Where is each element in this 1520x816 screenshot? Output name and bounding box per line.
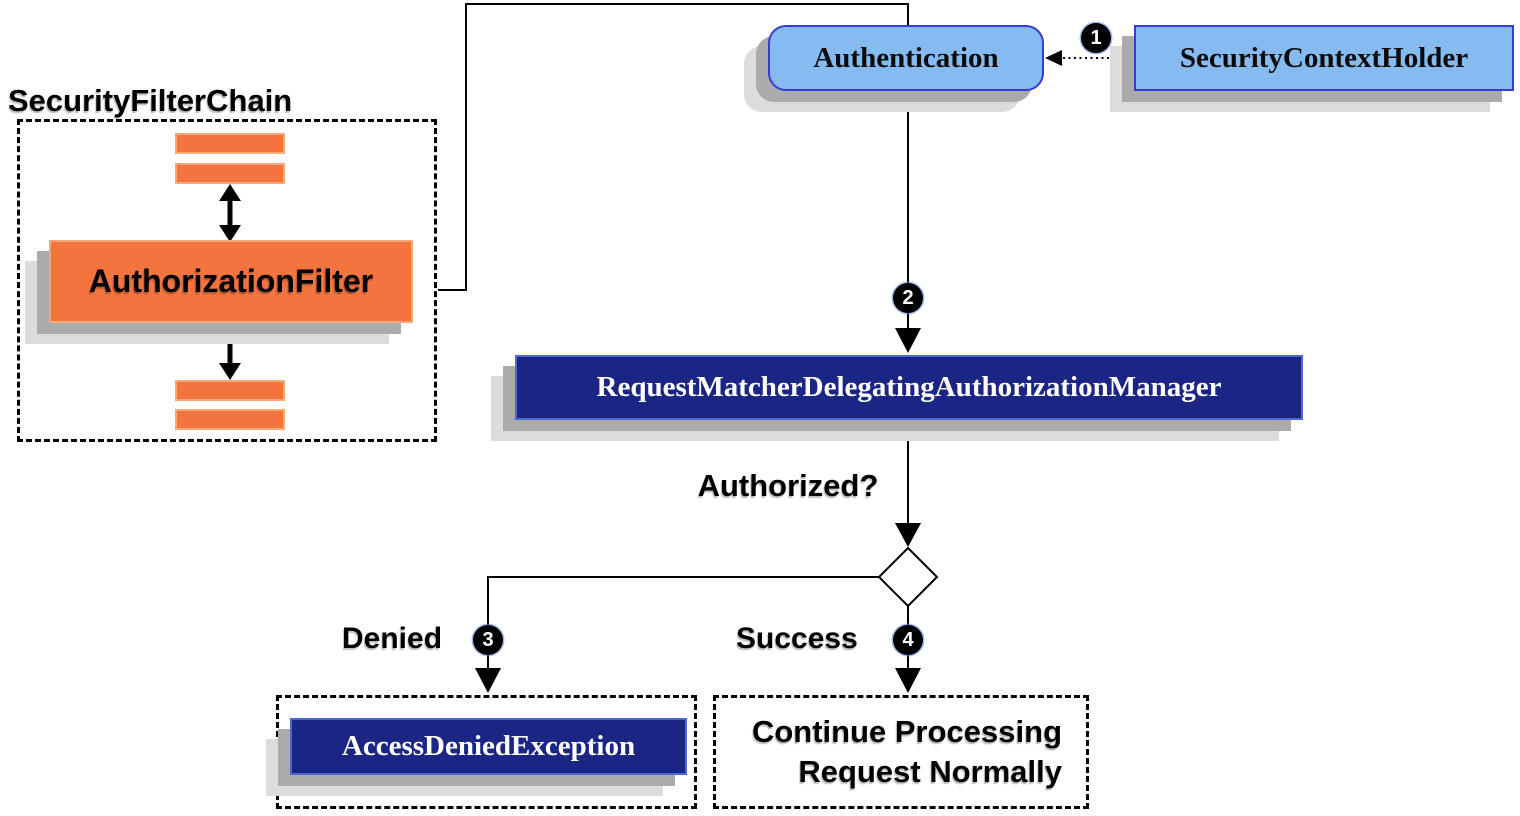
- filter-to-manager-connector: [438, 3, 921, 353]
- security-context-holder-label: SecurityContextHolder: [1179, 41, 1469, 74]
- filter-bar-4: [175, 409, 285, 430]
- filter-chain-up-down-arrow-top: [219, 184, 241, 242]
- context-holder-to-authentication-dotted-arrow: [1045, 50, 1131, 66]
- step-badge-3-number: 3: [482, 628, 494, 651]
- step-badge-4-number: 4: [902, 628, 914, 651]
- denied-label: Denied: [342, 622, 443, 655]
- step-badge-4: 4: [893, 625, 923, 655]
- security-context-holder-box: SecurityContextHolder: [1134, 25, 1514, 91]
- access-denied-container: [276, 695, 697, 809]
- authorized-question-label: Authorized?: [697, 468, 879, 503]
- continue-processing-line1: Continue Processing: [751, 714, 1062, 749]
- filter-bar-2: [175, 163, 285, 184]
- filter-bar-1: [175, 133, 285, 154]
- security-filter-chain-title: SecurityFilterChain: [8, 83, 293, 118]
- arrowhead-into-manager: [895, 328, 921, 353]
- authorization-filter-box: AuthorizationFilter: [49, 240, 413, 323]
- arrowhead-into-access-denied: [475, 668, 501, 693]
- authentication-box: Authentication: [768, 25, 1044, 91]
- authentication-label: Authentication: [813, 41, 999, 74]
- step-badge-2: 2: [893, 283, 923, 313]
- access-denied-exception-label: AccessDeniedException: [341, 730, 636, 762]
- continue-processing-box: Continue Processing Request Normally: [713, 695, 1089, 809]
- step-badge-3: 3: [473, 625, 503, 655]
- arrowhead-into-continue: [895, 668, 921, 693]
- authorization-manager-label: RequestMatcherDelegatingAuthorizationMan…: [596, 371, 1222, 403]
- security-filter-chain-box: [17, 119, 437, 442]
- step-badge-2-number: 2: [902, 286, 914, 309]
- arrowhead-into-authentication: [1045, 50, 1062, 66]
- manager-to-diamond-arrow: [895, 420, 921, 547]
- step-badge-1-number: 1: [1090, 26, 1102, 49]
- filter-chain-up-down-arrow-bottom: [219, 324, 241, 380]
- access-denied-exception-box: AccessDeniedException: [290, 718, 687, 775]
- authorization-filter-label: AuthorizationFilter: [88, 263, 374, 299]
- authorization-manager-box: RequestMatcherDelegatingAuthorizationMan…: [515, 355, 1303, 420]
- success-label: Success: [736, 622, 858, 655]
- filter-bar-3: [175, 380, 285, 401]
- decision-diamond: [877, 546, 939, 608]
- step-badge-1: 1: [1081, 23, 1111, 53]
- continue-processing-line2: Request Normally: [798, 754, 1062, 789]
- arrowhead-into-diamond: [895, 523, 921, 547]
